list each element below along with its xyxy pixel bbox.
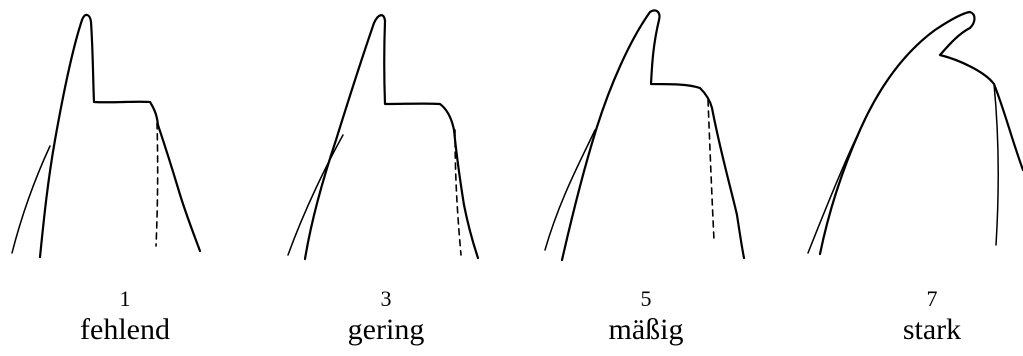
stage-label: stark: [902, 313, 962, 346]
stage-number: 7: [926, 286, 938, 311]
outline-stage-3-inner-right: [454, 129, 462, 256]
outline-stage-1-inner-left: [11, 145, 51, 254]
stage-label: mäßig: [608, 313, 684, 346]
outline-stage-7-inner-left: [807, 129, 861, 254]
outline-stage-5-main: [560, 9, 746, 262]
outline-stage-3-main: [303, 14, 480, 261]
outline-stage-1: [11, 13, 202, 259]
outline-stage-3-inner-left: [287, 134, 344, 256]
stage-label: gering: [347, 313, 425, 346]
stage-number: 1: [119, 286, 131, 311]
caption-stage-5: 5 mäßig: [546, 286, 746, 348]
outline-stage-7-main: [818, 10, 1023, 256]
outline-stage-5-inner-left: [544, 129, 596, 251]
stage-number: 3: [380, 286, 392, 311]
stage-number: 5: [640, 286, 652, 311]
caption-stage-7: 7 stark: [832, 286, 1023, 348]
caption-stage-3: 3 gering: [286, 286, 486, 348]
stage-label: fehlend: [80, 313, 170, 346]
outline-stage-1-main: [38, 13, 202, 259]
caption-stage-1: 1 fehlend: [25, 286, 225, 348]
outline-stage-7-inner-right: [993, 83, 999, 246]
outline-stage-3: [287, 14, 480, 261]
outline-stage-7: [807, 10, 1023, 256]
outline-stage-1-inner-right: [155, 122, 159, 247]
outline-stage-5: [544, 9, 746, 262]
outline-stage-5-inner-right: [707, 99, 715, 241]
